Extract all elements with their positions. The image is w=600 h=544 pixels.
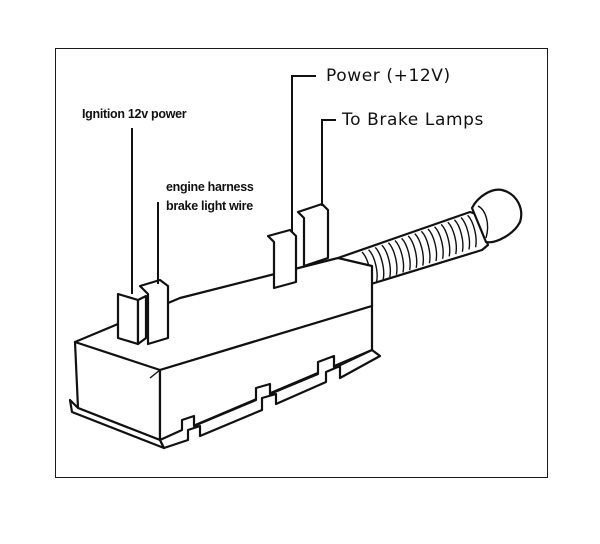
- thread-ridge: [447, 221, 457, 255]
- thread-ridge: [387, 242, 398, 275]
- terminal-brake-lamps: [296, 202, 330, 268]
- label-brake-light-wire: brake light wire: [166, 199, 253, 213]
- thread-ridge: [374, 246, 385, 280]
- terminal-ignition: [116, 292, 148, 346]
- thread-ridge: [394, 240, 405, 273]
- thread-ridge: [414, 233, 424, 266]
- thread-ridge: [381, 244, 391, 278]
- thread-ridge: [434, 226, 444, 259]
- thread-ridge: [440, 223, 451, 257]
- threaded-plunger: [336, 188, 523, 290]
- terminal-brake-wire: [138, 278, 170, 346]
- thread-ridge: [407, 235, 418, 269]
- thread-ridge: [368, 249, 378, 282]
- thread-ridge: [453, 219, 464, 252]
- thread-ridge: [401, 237, 411, 271]
- label-to-brake-lamps: To Brake Lamps: [341, 110, 484, 130]
- switch-body: [68, 256, 382, 450]
- label-power: Power (+12V): [326, 66, 451, 86]
- terminal-power: [266, 228, 298, 290]
- label-engine-harness: engine harness: [166, 180, 254, 194]
- leader-brake-lamps: [321, 119, 336, 206]
- thread-ridge: [460, 217, 471, 250]
- thread-ridge: [467, 214, 477, 248]
- thread-ridge: [427, 228, 438, 262]
- label-ignition-power: Ignition 12v power: [82, 107, 187, 121]
- thread-ridge: [420, 230, 431, 264]
- leader-power: [291, 75, 316, 232]
- figure-frame: [55, 48, 548, 478]
